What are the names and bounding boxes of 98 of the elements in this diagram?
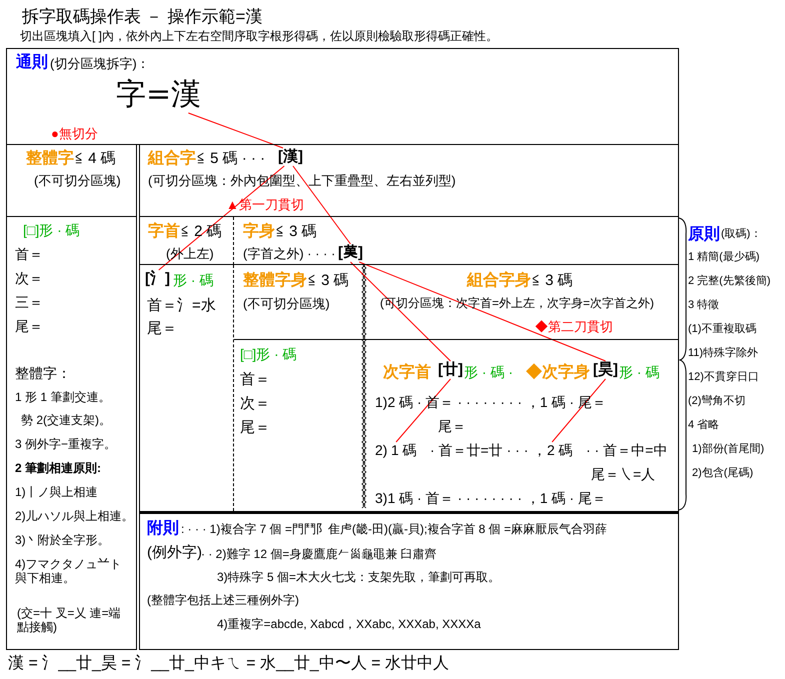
cell-text: 尾＝	[147, 320, 177, 338]
cell-text: · · 首＝中=中	[586, 442, 668, 459]
cell-text: (不可切分區塊)	[243, 296, 330, 312]
table-cell	[364, 265, 679, 340]
table-cell	[139, 265, 234, 511]
cell-text: ≦ 5 碼 · · ·	[197, 150, 266, 168]
heading-text: 整體字	[26, 149, 74, 168]
heading-text: [□]形 · 碼	[240, 346, 297, 363]
rule-heading: 原則	[688, 225, 720, 244]
cell-text: 1)丨ノ與上相連	[15, 485, 98, 500]
cell-text: 尾＝	[438, 418, 466, 435]
cell-text: : · · · 1)複合字 7 個 =門鬥阝隹虍(畿-田)(贏-貝);複合字首 8 個 =麻麻厭辰气合羽薛	[181, 522, 608, 536]
character-label: [𦰩]	[338, 244, 363, 262]
cell-text: 尾＝	[240, 419, 270, 437]
cell-text: 首＝氵=水	[147, 297, 216, 315]
rule-item: (1)不重複取碼	[688, 323, 756, 336]
cell-text: (例外字)	[147, 544, 202, 562]
cell-text: ≦ 3 碼	[532, 272, 573, 290]
leader-line	[292, 166, 351, 244]
cell-text: (字首之外) · · · ·	[243, 246, 336, 262]
character-label: [氵]	[145, 270, 170, 288]
cell-text: 2)	[375, 442, 388, 459]
heading-text: 整體字身	[243, 271, 307, 290]
cut-label: ◆第二刀貫切	[535, 319, 613, 335]
cell-text: (切分區塊拆字)：	[50, 56, 150, 72]
cell-text: 3)1 碼 · 首＝ · · · · · · · · ，1 碼 · 尾＝	[375, 490, 606, 507]
cell-text: (整體字包括上述三種例外字)	[147, 593, 299, 608]
leader-line	[350, 262, 451, 362]
cell-text: 次＝	[240, 395, 270, 413]
heading-text: 字身	[243, 222, 275, 242]
cell-text: 首＝	[240, 371, 270, 389]
character-label: 2 碼	[547, 442, 573, 459]
cell-text: 3)特殊字 5 個=木大火七戈：支架先取，筆劃可再取。	[217, 570, 500, 584]
table-cell	[6, 48, 679, 145]
table-cell	[6, 217, 137, 650]
heading-text: 字首	[148, 222, 180, 242]
leader-line	[358, 262, 606, 362]
cell-text: 尾＝	[15, 318, 43, 335]
cell-text: 4)重複字=abcde, Xabcd，XXabc, XXXab, XXXXa	[217, 617, 481, 632]
cell-text: (交=十 叉=乂 連=端點接觸)	[17, 606, 122, 635]
subtitle: 切出區塊填入[ ]內，依外內上下左右空間序取字根形得碼，佐以原則檢驗取形得碼正確性。	[20, 29, 498, 44]
rule-item: (2)彎角不切	[688, 395, 746, 408]
heading-text: 附則	[147, 519, 179, 538]
cell-text: 次＝	[15, 270, 43, 287]
cell-text: 首＝	[15, 246, 43, 263]
table-cell	[234, 217, 679, 265]
cell-text: 1 形 1 筆劃交連。	[15, 390, 110, 404]
character-label: [漢]	[278, 148, 303, 166]
table-cell	[139, 511, 679, 650]
heading-text: 形 · 碼	[173, 272, 214, 289]
cell-text: 整體字：	[15, 365, 71, 382]
cell-text: 形 · 碼 ·	[464, 364, 513, 381]
cell-text: ≦ 2 碼	[181, 223, 222, 241]
table-cell	[139, 217, 234, 265]
cell-text: 尾＝㇏=人	[591, 466, 656, 483]
cell-text: ≦ 3 碼	[308, 272, 349, 290]
table-cell	[139, 145, 679, 217]
cell-text: 2)儿ハソル與上相連。	[15, 509, 134, 524]
cell-text: 勢 2(交連支架)。	[21, 413, 111, 428]
leader-line	[158, 166, 285, 270]
formula-text: 漢 = 氵__廿_昊 = 氵__廿_中キㄟ = 水__廿_中〜人 = 水廿中人	[8, 654, 450, 674]
character-label: [昊]	[593, 361, 618, 379]
rule-item: 1)部份(首尾間)	[692, 443, 764, 456]
heading-text: 組合字身	[467, 271, 531, 290]
rule-item: 12)不貫穿日口	[688, 371, 759, 384]
character-label: 字=漢	[116, 77, 202, 113]
table-cell	[6, 145, 137, 217]
rule-item: 11)特殊字除外	[688, 347, 758, 360]
cell-text: 4)フマクタノュ䒑ト與下相連。	[15, 557, 123, 586]
cell-text: ≦ 4 碼	[75, 150, 116, 168]
cell-text: · · 2)難字 12 個=身慶鷹鹿𠂉𡿺龜黽兼 臼肅齊	[201, 547, 437, 562]
cell-text: 3)丶附於全字形。	[15, 533, 110, 548]
leader-line	[396, 378, 451, 442]
cell-text: 三＝	[15, 294, 43, 311]
cell-text: 2 筆劃相連原則:	[15, 461, 102, 476]
cell-text: ●無切分	[51, 126, 98, 142]
leader-line	[552, 378, 606, 442]
character-label: 1 碼	[391, 442, 417, 459]
heading-text: [□]形 · 碼	[23, 222, 80, 239]
rule-item: 2)包含(尾碼)	[692, 467, 754, 480]
rule-item: 1 精簡(最少碼)	[688, 251, 760, 264]
heading-text: 組合字	[148, 149, 196, 168]
rule-item: 4 省略	[688, 419, 720, 432]
cell-text: 形 · 碼	[619, 364, 660, 381]
cut-label: ▲第一刀貫切	[226, 197, 304, 213]
rule-item: (取碼)：	[721, 228, 762, 242]
leader-line	[188, 112, 284, 148]
heading-text: 次字首	[383, 363, 431, 382]
rule-item: 3 特徵	[688, 299, 720, 312]
heading-text: ◆次字身	[526, 363, 590, 382]
character-label: [廿]	[438, 361, 463, 379]
heading-text: 通則	[16, 53, 48, 72]
title: 拆字取碼操作表 － 操作示範=漢	[22, 7, 262, 28]
cell-text: · 首＝廿=廿 · · · ，	[430, 442, 546, 459]
cell-text: 3 例外字−重複字。	[15, 437, 116, 452]
cell-text: ≦ 3 碼	[276, 223, 317, 241]
cell-text: (不可切分區塊)	[34, 173, 121, 189]
rule-item: 2 完整(先繁後簡)	[688, 275, 770, 288]
